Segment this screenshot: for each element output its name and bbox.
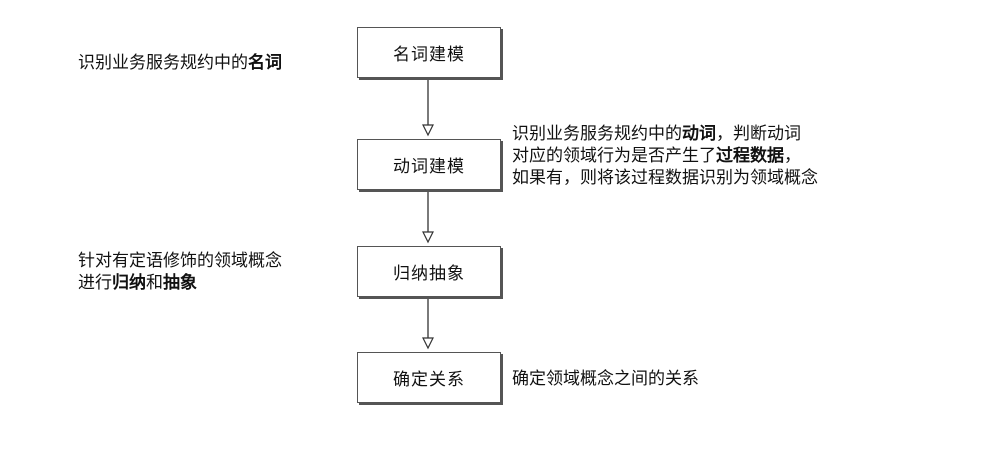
step-noun-modeling: 名词建模 — [357, 27, 501, 78]
note-text: 识别业务服务规约中的 — [78, 53, 248, 73]
note-line-2: 进行归纳和抽象 — [78, 272, 282, 294]
note-line-1: 识别业务服务规约中的动词，判断动词 — [512, 123, 818, 145]
step-label: 动词建模 — [393, 157, 465, 177]
arrow-down-icon — [422, 80, 434, 137]
note-text: 和 — [146, 273, 163, 293]
note-text: 识别业务服务规约中的 — [512, 124, 682, 144]
note-text: 针对有定语修饰的领域概念 — [78, 251, 282, 271]
note-text: 如果有，则将该过程数据识别为领域概念 — [512, 168, 818, 188]
note-text: ， — [784, 146, 801, 166]
note-determine-relations: 确定领域概念之间的关系 — [512, 368, 699, 390]
arrow-down-icon — [422, 192, 434, 244]
note-bold: 动词 — [682, 124, 716, 144]
note-bold: 过程数据 — [716, 146, 784, 166]
arrow-down-icon — [422, 299, 434, 350]
step-label: 归纳抽象 — [393, 264, 465, 284]
step-label: 确定关系 — [393, 370, 465, 390]
step-determine-relations: 确定关系 — [357, 352, 501, 403]
note-bold: 归纳 — [112, 273, 146, 293]
step-induction-abstraction: 归纳抽象 — [357, 246, 501, 297]
note-noun-modeling: 识别业务服务规约中的名词 — [78, 52, 282, 74]
step-label: 名词建模 — [393, 45, 465, 65]
note-verb-modeling: 识别业务服务规约中的动词，判断动词 对应的领域行为是否产生了过程数据， 如果有，… — [512, 123, 818, 189]
step-verb-modeling: 动词建模 — [357, 139, 501, 190]
note-line-1: 针对有定语修饰的领域概念 — [78, 250, 282, 272]
note-text: 进行 — [78, 273, 112, 293]
note-text: 对应的领域行为是否产生了 — [512, 146, 716, 166]
note-line-2: 对应的领域行为是否产生了过程数据， — [512, 145, 818, 167]
note-bold: 抽象 — [163, 273, 197, 293]
note-line-3: 如果有，则将该过程数据识别为领域概念 — [512, 167, 818, 189]
note-bold: 名词 — [248, 53, 282, 73]
note-induction-abstraction: 针对有定语修饰的领域概念 进行归纳和抽象 — [78, 250, 282, 294]
note-text: ，判断动词 — [716, 124, 801, 144]
note-text: 确定领域概念之间的关系 — [512, 369, 699, 389]
